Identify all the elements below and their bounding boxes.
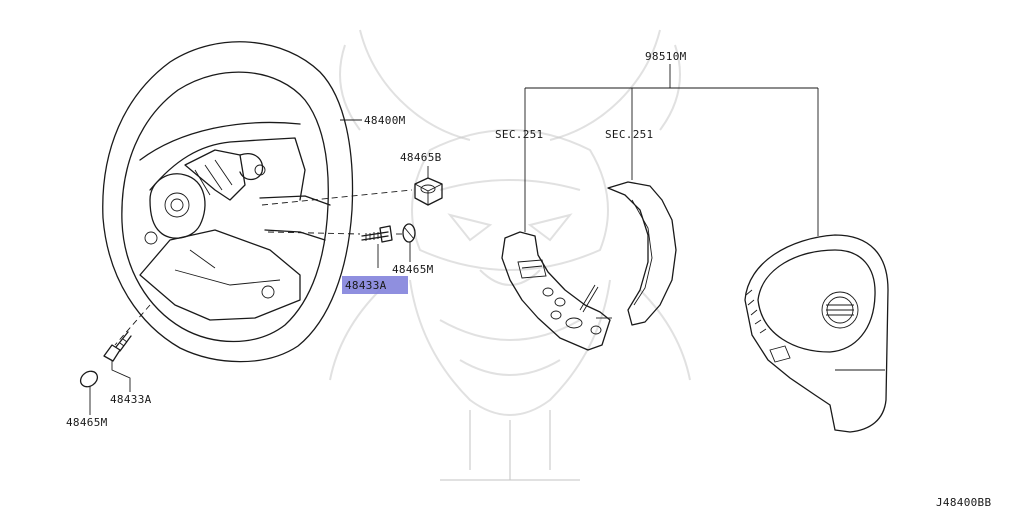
- steering-wheel-part[interactable]: [102, 41, 354, 363]
- bolt-part-lower[interactable]: [103, 331, 132, 362]
- bolt-part-upper[interactable]: [361, 225, 393, 243]
- label-bolt-lower[interactable]: 48433A: [110, 393, 152, 406]
- label-sec-right[interactable]: SEC.251: [605, 128, 653, 141]
- watermark-logo: [329, 29, 691, 481]
- switch-cover-right-part[interactable]: [607, 181, 677, 326]
- leader-lines: [89, 64, 819, 415]
- nut-part[interactable]: [414, 177, 443, 206]
- label-steering-wheel[interactable]: 48400M: [364, 114, 406, 127]
- switch-cover-left-part[interactable]: [501, 231, 612, 351]
- highlight-box: [342, 276, 408, 294]
- assembly-dash-lines: [114, 189, 413, 346]
- label-cap-lower[interactable]: 48465M: [66, 416, 108, 429]
- label-nut[interactable]: 48465B: [400, 151, 442, 164]
- cap-part-lower[interactable]: [78, 368, 101, 390]
- label-bolt-highlighted[interactable]: 48433A: [345, 279, 387, 292]
- label-sec-left[interactable]: SEC.251: [495, 128, 543, 141]
- airbag-module-part[interactable]: [744, 234, 889, 433]
- cap-part-upper[interactable]: [402, 223, 416, 243]
- diagram-id: J48400BB: [936, 496, 991, 509]
- label-assembly[interactable]: 98510M: [645, 50, 687, 63]
- label-cap-upper[interactable]: 48465M: [392, 263, 434, 276]
